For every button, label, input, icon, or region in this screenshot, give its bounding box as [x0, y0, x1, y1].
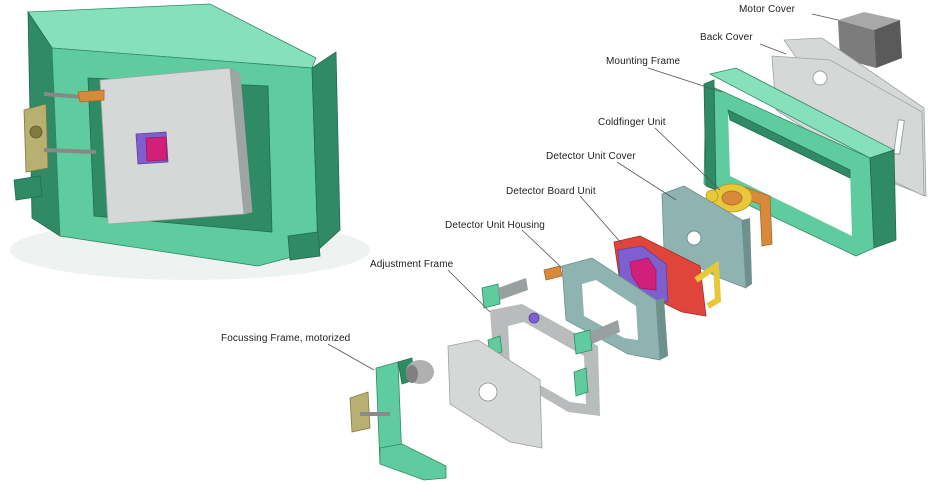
adjustment-frame-opening: [508, 322, 586, 404]
label-back-cover: Back Cover: [700, 32, 753, 43]
leader-detector-board-unit: [579, 195, 623, 245]
detector-unit-cover-part: [661, 185, 752, 289]
adjustment-micrometer-1-block: [481, 283, 501, 309]
label-detector-unit-housing: Detector Unit Housing: [445, 220, 545, 231]
assembled-detector-core: [145, 136, 168, 162]
back-cover-slot: [893, 119, 905, 155]
leader-coldfinger-unit: [654, 127, 721, 191]
label-focussing-frame: Focussing Frame, motorized: [221, 333, 351, 344]
assembled-right-face: [311, 51, 341, 251]
mounting-frame-opening: [728, 110, 852, 236]
detector-unit-housing-part: [543, 257, 668, 361]
assembled-foot-left: [13, 175, 43, 201]
coldfinger-unit-part: [705, 183, 773, 247]
focussing-rod: [360, 412, 390, 416]
leader-motor-cover: [811, 13, 839, 21]
detector-housing-opening: [582, 280, 638, 340]
detector-housing-copper-tab: [543, 265, 563, 281]
back-cover-hole: [812, 70, 828, 86]
detector-housing-edge: [656, 298, 668, 360]
assembled-foot-right: [287, 231, 321, 261]
adjustment-frame-part: [481, 278, 620, 416]
assembled-grey-plate: [99, 67, 245, 225]
leader-adjustment-frame: [447, 269, 491, 313]
leader-mounting-frame: [647, 67, 723, 93]
focussing-frame-part: [349, 339, 543, 481]
adjustment-screw-violet: [528, 312, 540, 324]
label-adjustment-frame: Adjustment Frame: [370, 259, 454, 270]
mounting-frame-side: [869, 149, 897, 249]
adjustment-micrometer-1-barrel: [498, 278, 528, 300]
mounting-frame-inner-shade: [727, 109, 851, 179]
assembled-copper-strap: [77, 89, 105, 103]
detector-board-chip: [629, 257, 657, 291]
label-motor-cover: Motor Cover: [739, 4, 796, 15]
adjustment-micrometer-2-barrel: [590, 320, 620, 344]
label-coldfinger-unit: Coldfinger Unit: [598, 117, 666, 128]
focussing-bracket-base: [379, 443, 447, 481]
leader-lines: [327, 13, 839, 371]
leader-detector-unit-cover: [616, 161, 677, 201]
adjustment-clamp-2: [573, 367, 589, 397]
motor-cover-side: [874, 20, 902, 68]
assembled-housing: [10, 3, 370, 280]
mounting-frame-left-post: [703, 79, 717, 191]
assembled-motor-knob: [29, 125, 43, 139]
mounting-frame-part: [703, 67, 897, 257]
label-detector-unit-cover: Detector Unit Cover: [546, 151, 636, 162]
label-mounting-frame: Mounting Frame: [606, 56, 681, 67]
assembled-grey-plate-edge: [229, 67, 253, 215]
label-detector-board-unit: Detector Board Unit: [506, 186, 596, 197]
detector-cover-hole: [686, 230, 702, 246]
coldfinger-core: [721, 190, 743, 206]
motor-cover-top: [838, 12, 900, 30]
leader-back-cover: [759, 43, 787, 55]
leader-focussing-frame: [327, 343, 375, 371]
focussing-plate-hole: [478, 382, 498, 402]
detector-cover-edge: [742, 218, 752, 288]
assembled-rod-2: [43, 148, 97, 154]
focussing-motor-face: [406, 365, 418, 383]
detector-board-flex-cable: [694, 260, 722, 309]
adjustment-micrometer-2-block: [573, 329, 593, 355]
leader-detector-unit-housing: [521, 229, 563, 269]
